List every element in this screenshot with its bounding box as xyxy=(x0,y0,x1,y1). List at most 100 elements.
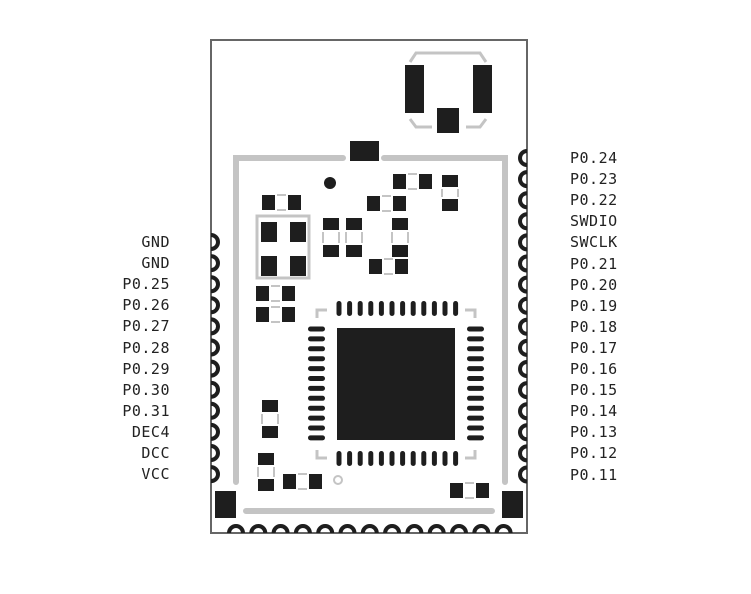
passive-components xyxy=(256,173,489,499)
component-pad xyxy=(419,174,432,189)
castellated-pad-bottom xyxy=(338,524,357,534)
castellated-pad-right xyxy=(518,170,528,189)
castellated-pad-left xyxy=(210,275,220,294)
pin-label-right: P0.12 xyxy=(570,444,618,463)
castellated-pad-right xyxy=(518,423,528,442)
component-pad xyxy=(290,256,306,276)
component-silkscreen xyxy=(277,194,286,211)
chip-pin-top xyxy=(400,301,406,316)
castellated-pad-bottom xyxy=(450,524,468,534)
component-pad xyxy=(367,196,380,211)
edge-pads xyxy=(210,149,528,534)
castellated-pad-bottom xyxy=(472,524,491,534)
pin-label-right: SWCLK xyxy=(570,233,618,252)
pin-label-right: P0.24 xyxy=(570,149,618,167)
chip-pin-left xyxy=(308,336,325,342)
pin-label-right: P0.20 xyxy=(570,275,618,294)
component-pad xyxy=(288,195,301,210)
pin-label-right: P0.21 xyxy=(570,254,618,273)
component-silkscreen xyxy=(322,232,340,243)
castellated-pad-right xyxy=(518,465,528,484)
castellated-pad-left xyxy=(210,296,220,315)
chip-pin-top xyxy=(347,301,353,316)
pin-label-right: P0.22 xyxy=(570,191,618,210)
chip-pin-right xyxy=(467,336,484,342)
castellated-pad-bottom xyxy=(227,524,245,534)
castellated-pad-right xyxy=(518,149,528,167)
pin-label-left: P0.31 xyxy=(122,401,170,420)
chip-pins xyxy=(308,301,484,466)
antenna-connector xyxy=(405,51,492,133)
castellated-pad-left xyxy=(210,317,220,336)
component-pad xyxy=(261,222,277,242)
castellated-pad-left xyxy=(210,359,220,378)
castellated-pad-left xyxy=(210,338,220,357)
chip-pin-right xyxy=(467,385,484,391)
pin-label-left: P0.29 xyxy=(122,359,170,378)
pin-label-left: DCC xyxy=(141,444,170,462)
chip-pin-right xyxy=(467,425,484,431)
component-silkscreen xyxy=(465,482,474,499)
pin-label-right: P0.13 xyxy=(570,423,618,442)
chip-pin-top xyxy=(410,301,416,316)
castellated-pad-right xyxy=(518,191,528,210)
component-pad xyxy=(442,199,458,211)
chip-pin-right xyxy=(467,405,484,411)
pin-label-left: P0.25 xyxy=(122,275,170,294)
chip-pin-left xyxy=(308,385,325,391)
chip-pin-right xyxy=(467,415,484,421)
chip-pin-bottom xyxy=(336,451,342,466)
pin-label-left: P0.28 xyxy=(122,338,170,357)
component-pad xyxy=(323,245,339,257)
chip-pin-top xyxy=(357,301,363,316)
chip-body xyxy=(337,328,455,440)
castellated-pad-bottom xyxy=(427,524,446,534)
castellated-pad-bottom xyxy=(271,524,290,534)
chip-pin-left xyxy=(308,326,325,332)
pin-label-right: P0.15 xyxy=(570,381,618,400)
chip-pin-left xyxy=(308,425,325,431)
component-pad xyxy=(450,483,463,498)
chip-pin-top xyxy=(453,301,459,316)
chip-pin-right xyxy=(467,376,484,381)
component-pad xyxy=(323,218,339,230)
pin-label-right: P0.18 xyxy=(570,317,618,336)
component-pad xyxy=(258,453,274,465)
component-pad xyxy=(258,479,274,491)
chip-pin-top xyxy=(442,301,448,316)
pin-label-right: P0.19 xyxy=(570,296,618,315)
chip-pin-left xyxy=(308,366,325,372)
castellated-pad-right xyxy=(518,360,528,378)
chip-pin-bottom xyxy=(453,451,459,466)
castellated-pad-left xyxy=(210,401,220,420)
pin-label-left: P0.26 xyxy=(122,296,170,315)
chip-pin-left xyxy=(308,376,325,381)
component-pad xyxy=(262,426,278,438)
component-pad xyxy=(262,400,278,412)
castellated-pad-right xyxy=(518,233,528,252)
component-silkscreen xyxy=(271,285,280,302)
pin-label-right: P0.16 xyxy=(570,360,618,378)
castellated-pad-bottom xyxy=(316,524,335,534)
chip-pin-right xyxy=(467,395,484,401)
chip-pin-left xyxy=(308,395,325,401)
component-pad xyxy=(392,218,408,230)
component-silkscreen xyxy=(261,414,279,424)
chip-pin-top xyxy=(368,301,374,316)
castellated-pad-right xyxy=(518,275,528,294)
chip-pin-right xyxy=(467,326,484,332)
component-silkscreen xyxy=(391,232,409,243)
component-pad xyxy=(256,307,269,322)
component-pad xyxy=(395,259,408,274)
component-pad xyxy=(282,286,295,301)
chip-pin-left xyxy=(308,435,325,441)
chip-outline xyxy=(315,308,477,460)
component-pad xyxy=(393,174,406,189)
chip-pin-left xyxy=(308,415,325,421)
chip-pin-bottom xyxy=(378,451,384,466)
component-pad xyxy=(261,256,277,276)
castellated-pad-left xyxy=(210,444,220,462)
component-pad xyxy=(256,286,269,301)
pin-label-left: GND xyxy=(141,254,170,273)
